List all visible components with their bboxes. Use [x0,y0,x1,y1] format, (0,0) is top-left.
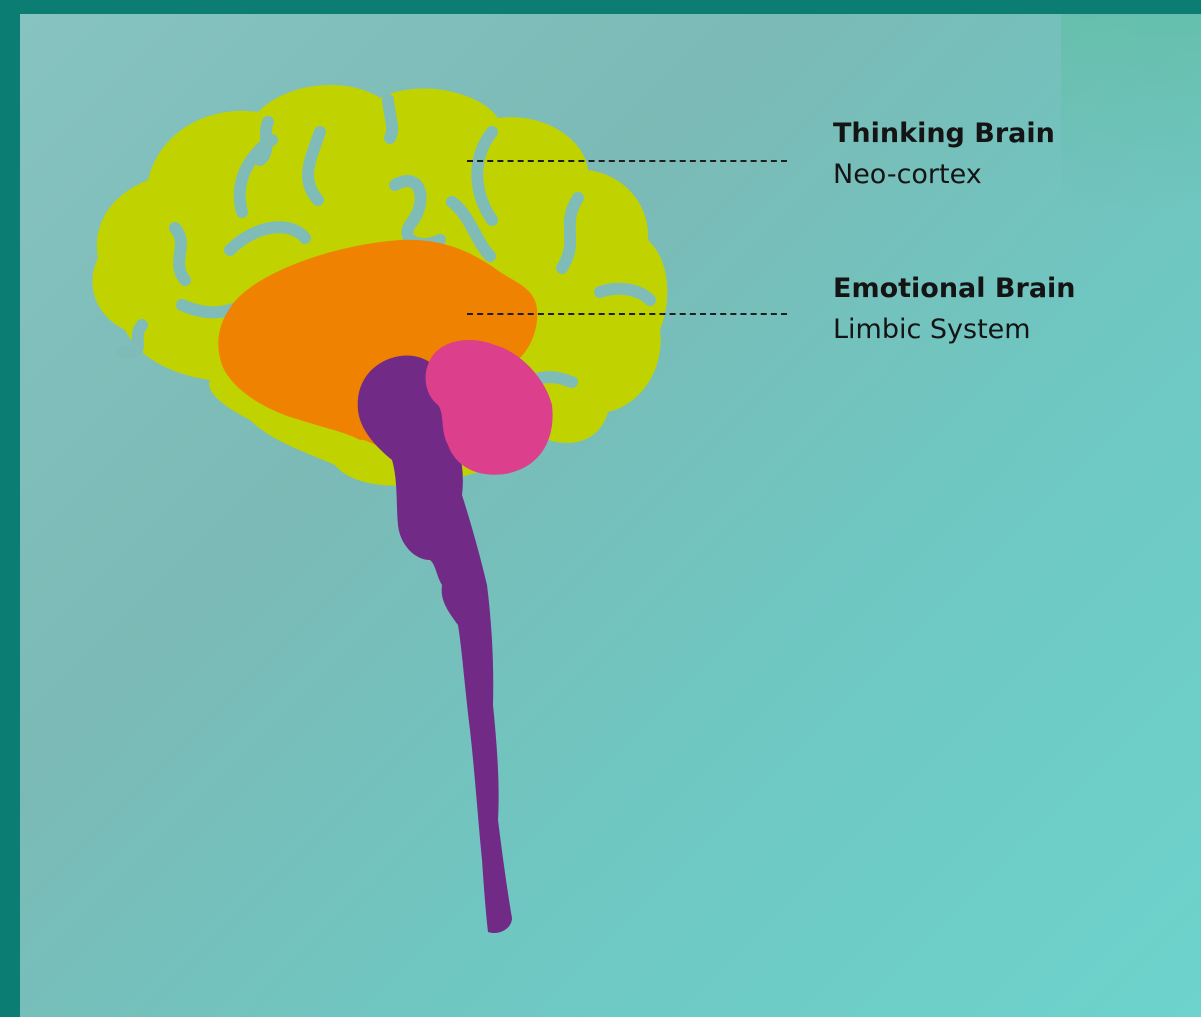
emotional-brain-leader-line [467,313,787,315]
thinking-brain-title: Thinking Brain [833,113,1055,154]
thinking-brain-label: Thinking Brain Neo-cortex [833,113,1055,195]
limbic-system-subtitle: Limbic System [833,309,1076,350]
emotional-brain-label: Emotional Brain Limbic System [833,268,1076,350]
emotional-brain-title: Emotional Brain [833,268,1076,309]
neo-cortex-subtitle: Neo-cortex [833,154,1055,195]
thinking-brain-leader-line [467,160,787,162]
